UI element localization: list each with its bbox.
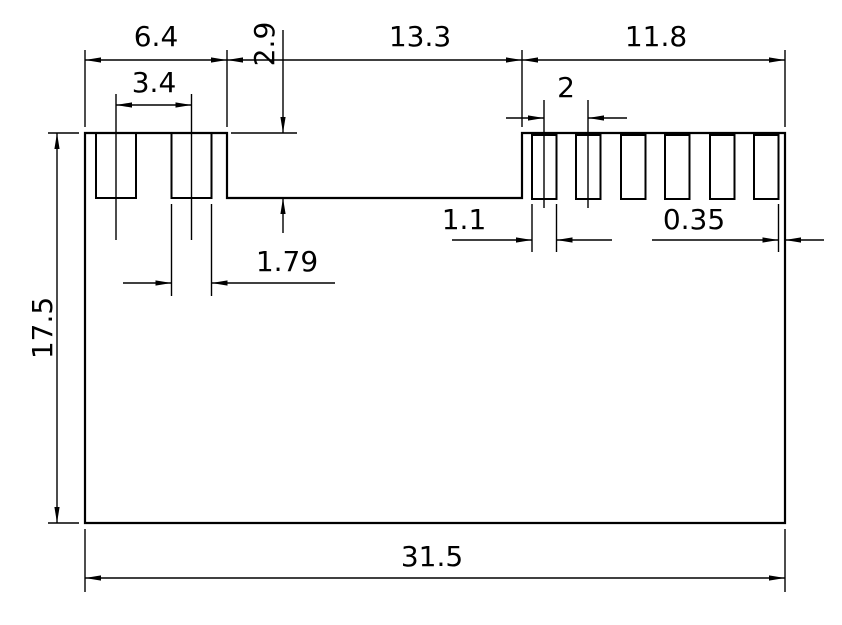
dim-left-slot-width-label: 1.79 bbox=[256, 245, 318, 278]
dim-notch-width: 13.3 bbox=[227, 20, 522, 63]
extension-lines bbox=[48, 50, 786, 592]
dim-right-slot-width: 1.1 bbox=[442, 203, 612, 243]
dim-notch-depth: 2.9 bbox=[248, 22, 286, 233]
dim-top-right-width: 11.8 bbox=[522, 20, 785, 63]
right-slot-5 bbox=[709, 134, 736, 200]
right-slot-6 bbox=[753, 134, 780, 200]
dim-overall-height-label: 17.5 bbox=[26, 297, 59, 359]
dim-overall-width: 31.5 bbox=[85, 540, 785, 581]
dim-top-right-width-label: 11.8 bbox=[625, 20, 687, 53]
dim-top-left-width-label: 6.4 bbox=[134, 20, 179, 53]
part-outline bbox=[83, 131, 787, 525]
dim-right-edge-offset-label: 0.35 bbox=[663, 203, 725, 236]
part-profile bbox=[83, 131, 787, 525]
dim-right-edge-offset: 0.35 bbox=[652, 203, 824, 243]
dim-right-slot-pitch-label: 2 bbox=[557, 71, 575, 104]
dim-left-slot-pitch: 3.4 bbox=[116, 66, 192, 108]
dim-right-slot-width-label: 1.1 bbox=[442, 203, 487, 236]
right-slot-3 bbox=[620, 134, 647, 200]
dim-right-slot-pitch: 2 bbox=[506, 71, 627, 121]
dim-notch-depth-label: 2.9 bbox=[248, 22, 281, 67]
dim-notch-width-label: 13.3 bbox=[389, 20, 451, 53]
dim-top-left-width: 6.4 bbox=[85, 20, 227, 63]
right-slot-4 bbox=[664, 134, 691, 200]
dim-overall-width-label: 31.5 bbox=[401, 540, 463, 573]
dim-overall-height: 17.5 bbox=[26, 133, 60, 523]
dim-left-slot-width: 1.79 bbox=[123, 245, 335, 286]
dim-left-slot-pitch-label: 3.4 bbox=[132, 66, 177, 99]
